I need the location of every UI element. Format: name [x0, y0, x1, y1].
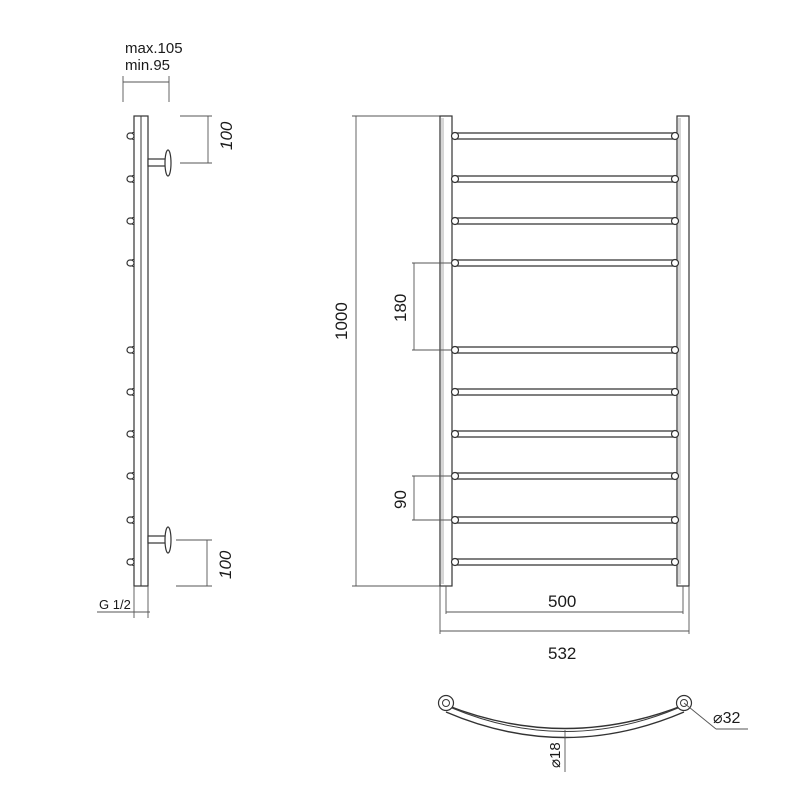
spacing-large-dimension: 180 — [391, 262, 452, 351]
towel-bar — [451, 430, 678, 438]
top-left-post — [437, 694, 455, 712]
bar-stub-end — [126, 175, 135, 183]
inner-width-label: 500 — [548, 592, 576, 611]
towel-bar — [451, 132, 678, 140]
bar-end-cap — [670, 345, 680, 355]
top-view: ⌀32 ⌀18 — [437, 694, 748, 772]
height-dimension: 1000 — [332, 115, 440, 587]
towel-bar — [451, 175, 678, 183]
side-view: max.105 min.95 100 100 — [97, 40, 236, 618]
bar-end-cap — [450, 557, 460, 567]
bar-end-cap — [450, 345, 460, 355]
bar-stub-end — [126, 259, 135, 267]
outer-width-dimension: 532 — [439, 586, 690, 663]
height-label: 1000 — [332, 302, 351, 340]
bar-end-cap — [670, 557, 680, 567]
bar-end-cap — [670, 216, 680, 226]
bracket-bottom-label: 100 — [216, 550, 235, 579]
bar-stub-end — [126, 472, 135, 480]
connection-callout: G 1/2 — [97, 586, 150, 618]
bar-end-cap — [450, 387, 460, 397]
outer-width-label: 532 — [548, 644, 576, 663]
inner-width-dimension: 500 — [445, 586, 684, 614]
spacing-small-label: 90 — [391, 490, 410, 509]
towel-bar — [451, 516, 678, 524]
towel-bar — [451, 346, 678, 354]
depth-min-label: min.95 — [125, 57, 170, 74]
towel-bar — [451, 217, 678, 225]
bar-stub-end — [126, 132, 135, 140]
bar-end-cap — [450, 131, 460, 141]
towel-bar — [451, 259, 678, 267]
spacing-large-label: 180 — [391, 294, 410, 322]
towel-bar — [451, 388, 678, 396]
bar-end-cap — [450, 429, 460, 439]
bar-end-cap — [450, 515, 460, 525]
bar-stub-end — [126, 388, 135, 396]
bar-diameter-callout: ⌀18 — [547, 730, 566, 772]
bar-end-cap — [670, 174, 680, 184]
towel-bar — [451, 558, 678, 566]
top-wall-bracket: 100 — [147, 115, 236, 177]
bar-diameter-label: ⌀18 — [547, 742, 564, 768]
towel-bars — [450, 131, 680, 567]
bar-end-cap — [670, 429, 680, 439]
post-diameter-callout: ⌀32 — [683, 702, 748, 730]
post-diameter-label: ⌀32 — [713, 710, 741, 727]
bar-end-cap — [450, 471, 460, 481]
bar-stub-end — [126, 558, 135, 566]
bar-stub-end — [126, 516, 135, 524]
bar-stub-end — [126, 346, 135, 354]
bar-end-cap — [450, 174, 460, 184]
side-bar-stubs — [126, 131, 135, 567]
depth-max-label: max.105 — [125, 40, 183, 57]
bar-stub-end — [126, 217, 135, 225]
bar-end-cap — [670, 387, 680, 397]
bar-end-cap — [450, 216, 460, 226]
bar-end-cap — [450, 258, 460, 268]
bar-end-cap — [670, 258, 680, 268]
bar-end-cap — [670, 131, 680, 141]
spacing-small-dimension: 90 — [391, 475, 452, 521]
bottom-wall-bracket: 100 — [147, 526, 235, 587]
bar-stub-end — [126, 430, 135, 438]
front-view: 1000 180 90 500 — [332, 115, 690, 663]
bar-end-cap — [670, 471, 680, 481]
towel-bar — [451, 472, 678, 480]
depth-dimension: max.105 min.95 — [122, 40, 183, 102]
bracket-top-label: 100 — [217, 121, 236, 150]
bar-end-cap — [670, 515, 680, 525]
connection-label: G 1/2 — [99, 597, 131, 612]
